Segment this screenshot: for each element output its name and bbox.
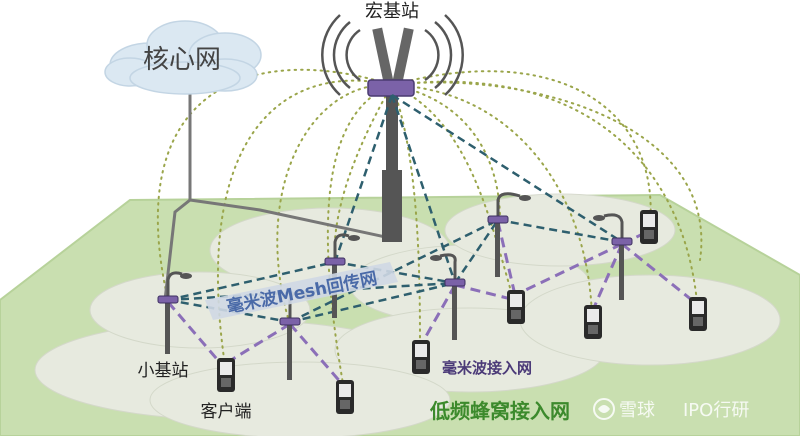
- tower-head: [367, 79, 415, 97]
- mobile-phone-icon: [584, 305, 602, 339]
- street-lamp-cell-icon: [157, 271, 192, 354]
- core-network-label: 核心网: [143, 45, 221, 75]
- coverage-area: [444, 193, 676, 267]
- mesh-link: [289, 281, 456, 324]
- mobile-phone-icon: [507, 290, 525, 324]
- access-link: [514, 242, 623, 297]
- watermark: 雪球 IPO行研: [593, 398, 749, 421]
- coverage-area: [149, 361, 451, 436]
- dotted-link: [276, 83, 393, 326]
- radio-waves-icon: [321, 14, 464, 96]
- macro-station-label: 宏基站: [365, 1, 419, 22]
- mobile-phone-icon: [640, 210, 658, 244]
- tower-antenna: [392, 27, 414, 85]
- access-links: [166, 221, 699, 386]
- dotted-link: [391, 84, 501, 221]
- dotted-link: [391, 84, 516, 306]
- macro-dotted-links: [156, 68, 703, 396]
- dotted-link: [156, 68, 393, 301]
- phones: [217, 210, 707, 414]
- coverage-area: [89, 271, 311, 349]
- tower-antenna: [372, 27, 394, 85]
- low-freq-access-label: 低频蜂窝接入网: [429, 399, 570, 423]
- mesh-label-band: [205, 262, 398, 320]
- dotted-link: [217, 79, 393, 373]
- tower-base: [382, 170, 402, 242]
- client-label: 客户端: [201, 402, 252, 422]
- street-lamp-cell-icon: [487, 192, 531, 277]
- access-link: [288, 323, 345, 386]
- access-link: [496, 221, 517, 296]
- mobile-phone-icon: [689, 297, 707, 331]
- core-wire: [163, 85, 192, 301]
- street-lamp-cell-icon: [593, 213, 633, 300]
- core-wire: [189, 198, 391, 240]
- mesh-link: [334, 260, 456, 285]
- access-link: [590, 243, 624, 313]
- coverage-area: [519, 274, 781, 366]
- access-link: [166, 301, 224, 366]
- mesh-link: [167, 298, 291, 324]
- street-lamp-cell-icon: [430, 253, 466, 340]
- mesh-link: [167, 260, 336, 302]
- mmwave-access-label: 毫米波接入网: [442, 359, 532, 377]
- backhaul-link: [390, 94, 457, 284]
- mesh-link: [497, 218, 623, 244]
- mobile-phone-icon: [336, 380, 354, 414]
- cloud-icon: [104, 20, 262, 95]
- dotted-link: [391, 70, 652, 226]
- mobile-phone-icon: [412, 340, 430, 374]
- dotted-link: [391, 81, 703, 261]
- tower-mast: [386, 92, 398, 172]
- dotted-link: [326, 84, 393, 396]
- access-link: [621, 242, 699, 307]
- dotted-link: [391, 84, 593, 321]
- snowball-logo-icon: [593, 398, 615, 420]
- core-network-wires: [163, 85, 391, 301]
- macro-tower: [321, 14, 464, 242]
- watermark-account: IPO行研: [683, 400, 749, 421]
- watermark-brand: 雪球: [619, 400, 655, 421]
- access-link: [419, 284, 457, 346]
- access-link: [454, 283, 516, 302]
- small-station-label: 小基站: [138, 361, 189, 381]
- backhaul-link: [391, 93, 623, 244]
- mobile-phone-icon: [217, 358, 235, 392]
- dotted-link: [391, 84, 421, 356]
- access-link: [227, 322, 291, 364]
- dotted-link: [391, 80, 699, 316]
